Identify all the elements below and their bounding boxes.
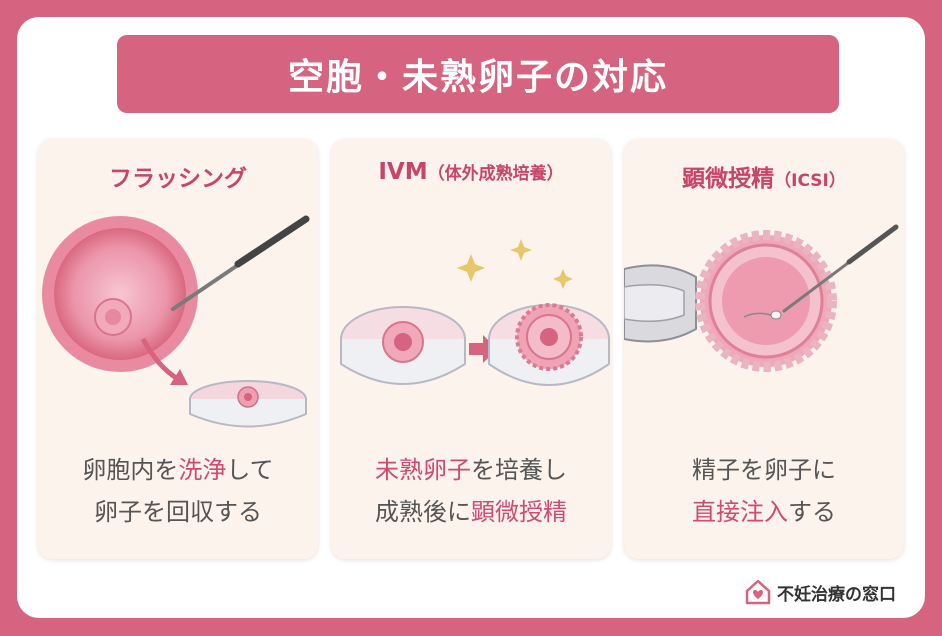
ivm-illustration-icon xyxy=(340,239,610,386)
flushing-illustration-icon xyxy=(42,215,310,428)
brand-name: 不妊治療の窓口 xyxy=(777,584,896,605)
page-title: 空胞・未熟卵子の対応 xyxy=(287,57,668,98)
desc-segment: して xyxy=(226,456,274,484)
desc-line-2: 卵子を回収する xyxy=(38,491,318,533)
desc-segment: を培養し xyxy=(471,456,567,484)
desc-line-1: 卵胞内を洗浄して xyxy=(38,449,318,491)
card-title-main: IVM xyxy=(378,159,428,185)
card-title-sub: （体外成熟培養） xyxy=(427,164,564,184)
brand-logo: 不妊治療の窓口 xyxy=(745,579,896,605)
desc-highlight: 顕微授精 xyxy=(471,498,567,526)
desc-line-1: 精子を卵子に xyxy=(624,449,904,491)
desc-segment: 卵子を回収する xyxy=(94,498,262,526)
desc-segment: する xyxy=(788,498,836,526)
card-title-sub: （ICSI） xyxy=(774,171,846,191)
card-title: 顕微授精（ICSI） xyxy=(624,159,904,193)
desc-highlight: 洗浄 xyxy=(178,456,227,484)
desc-line-2: 直接注入する xyxy=(624,491,904,533)
card-title: IVM（体外成熟培養） xyxy=(331,159,611,185)
desc-segment: 卵胞内を xyxy=(82,456,179,484)
card-flushing: フラッシング xyxy=(38,139,318,559)
desc-segment: 成熟後に xyxy=(375,498,471,526)
card-title-main: フラッシング xyxy=(109,166,247,192)
infographic-frame: 空胞・未熟卵子の対応 フラッシング xyxy=(17,17,925,618)
title-banner: 空胞・未熟卵子の対応 xyxy=(117,35,839,113)
desc-segment: 精子を卵子に xyxy=(692,456,836,484)
card-description: 卵胞内を洗浄して 卵子を回収する xyxy=(38,449,318,533)
card-description: 未熟卵子を培養し 成熟後に顕微授精 xyxy=(331,449,611,533)
card-icsi: 顕微授精（ICSI） 精子を卵子に 直接注入する xyxy=(624,139,904,559)
card-title: フラッシング xyxy=(38,159,318,193)
desc-line-1: 未熟卵子を培養し xyxy=(331,449,611,491)
desc-line-2: 成熟後に顕微授精 xyxy=(331,491,611,533)
desc-highlight: 未熟卵子 xyxy=(375,456,471,484)
house-heart-logo-icon xyxy=(745,579,771,605)
icsi-illustration-icon xyxy=(624,224,899,372)
card-title-main: 顕微授精 xyxy=(682,166,775,192)
card-description: 精子を卵子に 直接注入する xyxy=(624,449,904,533)
desc-highlight: 直接注入 xyxy=(692,498,788,526)
card-ivm: IVM（体外成熟培養） 未熟卵子を培養し 成熟後 xyxy=(331,139,611,559)
